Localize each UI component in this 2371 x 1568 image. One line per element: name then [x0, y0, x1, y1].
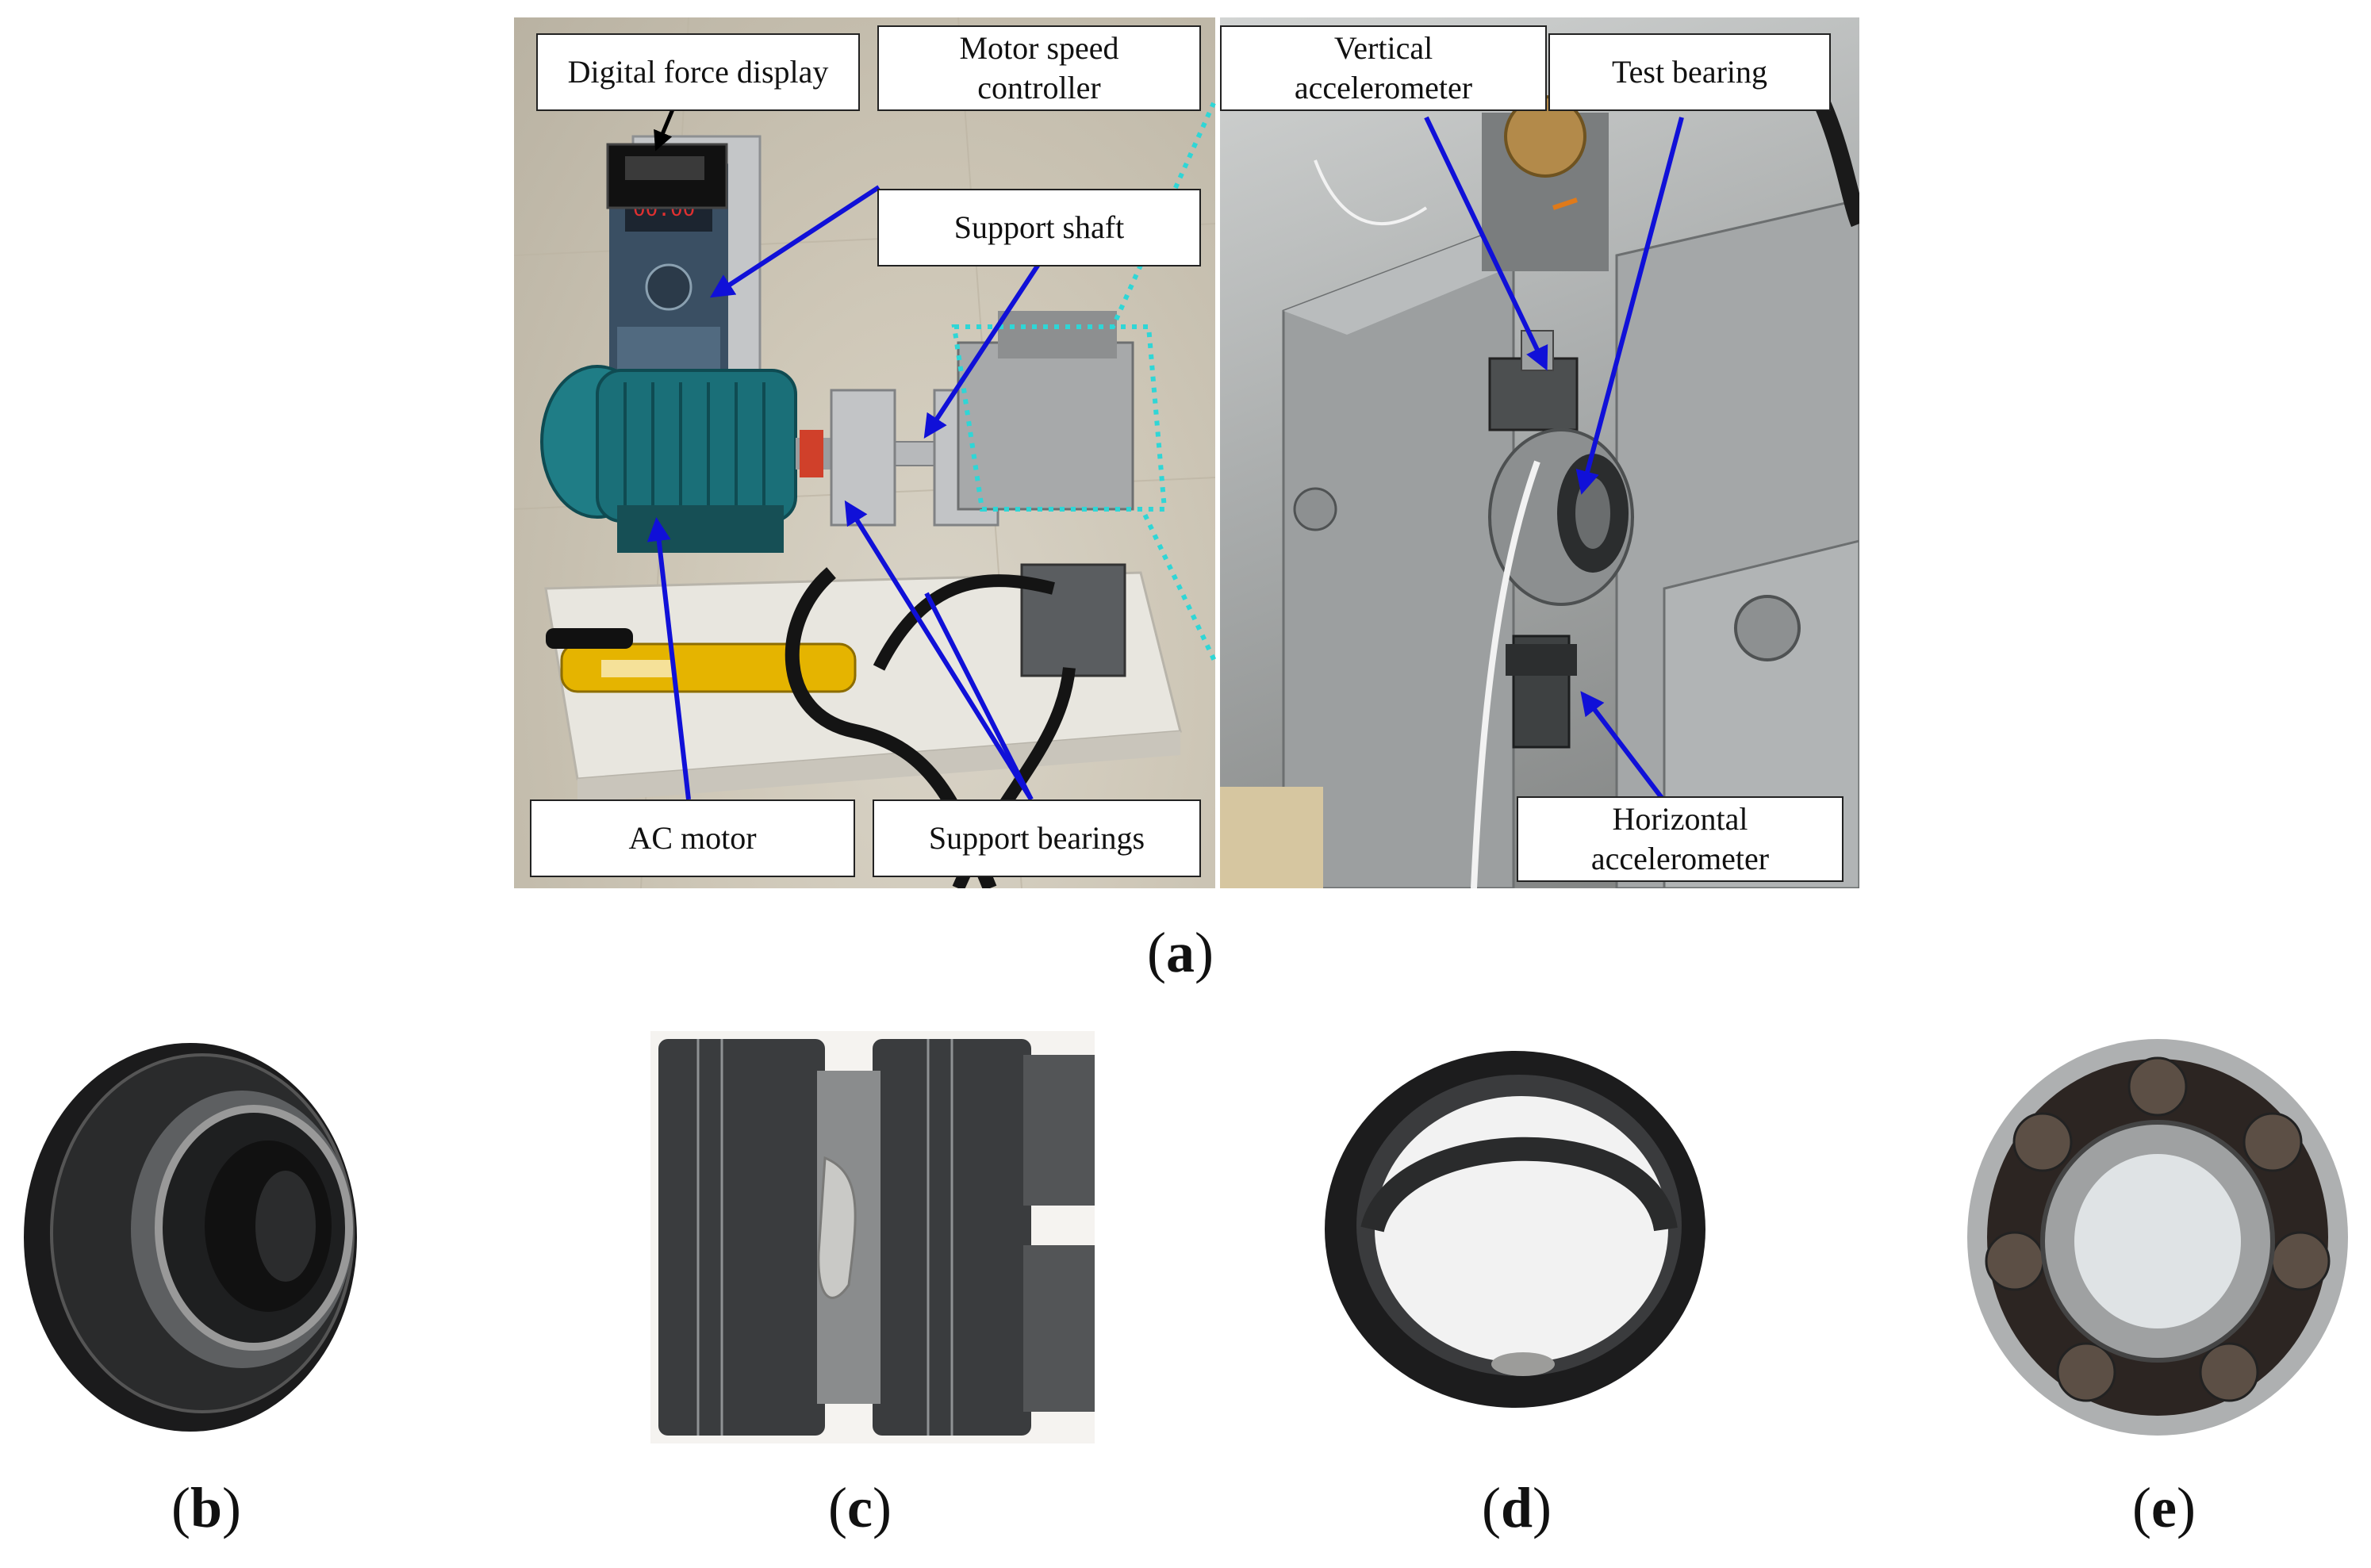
- panel-label-e: (e): [2132, 1476, 2196, 1539]
- panel-label-d: (d): [1481, 1476, 1552, 1539]
- arrow-horizontal-accelerometer: [1580, 691, 1667, 803]
- arrow-support-bearings-2: [924, 592, 1034, 801]
- callout-vertical-accelerometer: Vertical accelerometer: [1220, 25, 1547, 111]
- callout-support-shaft: Support shaft: [877, 189, 1201, 266]
- panel-label-c: (c): [828, 1476, 892, 1539]
- callout-horizontal-accelerometer: Horizontal accelerometer: [1517, 796, 1843, 882]
- callout-support-bearings: Support bearings: [873, 799, 1201, 877]
- panel-label-b: (b): [171, 1476, 241, 1539]
- callout-test-bearing: Test bearing: [1548, 33, 1831, 111]
- callout-ac-motor: AC motor: [530, 799, 855, 877]
- arrow-motor-speed-controller: [709, 185, 880, 298]
- panel-label-a: (a): [1147, 921, 1214, 984]
- bearing-photo-e: [1967, 1039, 2348, 1436]
- test-bearing-closeup-photo: [1220, 17, 1859, 888]
- test-rig-photo: 00.00: [514, 17, 1215, 888]
- arrow-digital-force-display: [654, 109, 675, 151]
- arrow-vertical-accelerometer: [1424, 116, 1548, 371]
- callout-digital-force-display: Digital force display: [536, 33, 860, 111]
- callout-motor-speed-controller: Motor speed controller: [877, 25, 1201, 111]
- bearing-photo-b: [24, 1043, 357, 1432]
- arrow-support-bearings-1: [844, 500, 1034, 801]
- test-rig-illustration: 00.00: [514, 17, 1215, 888]
- arrow-ac-motor: [646, 517, 691, 800]
- arrow-test-bearing: [1575, 117, 1684, 495]
- arrow-support-shaft: [923, 262, 1042, 439]
- bearing-photo-c: [650, 1031, 1095, 1443]
- bearing-photo-d: [1325, 1051, 1705, 1408]
